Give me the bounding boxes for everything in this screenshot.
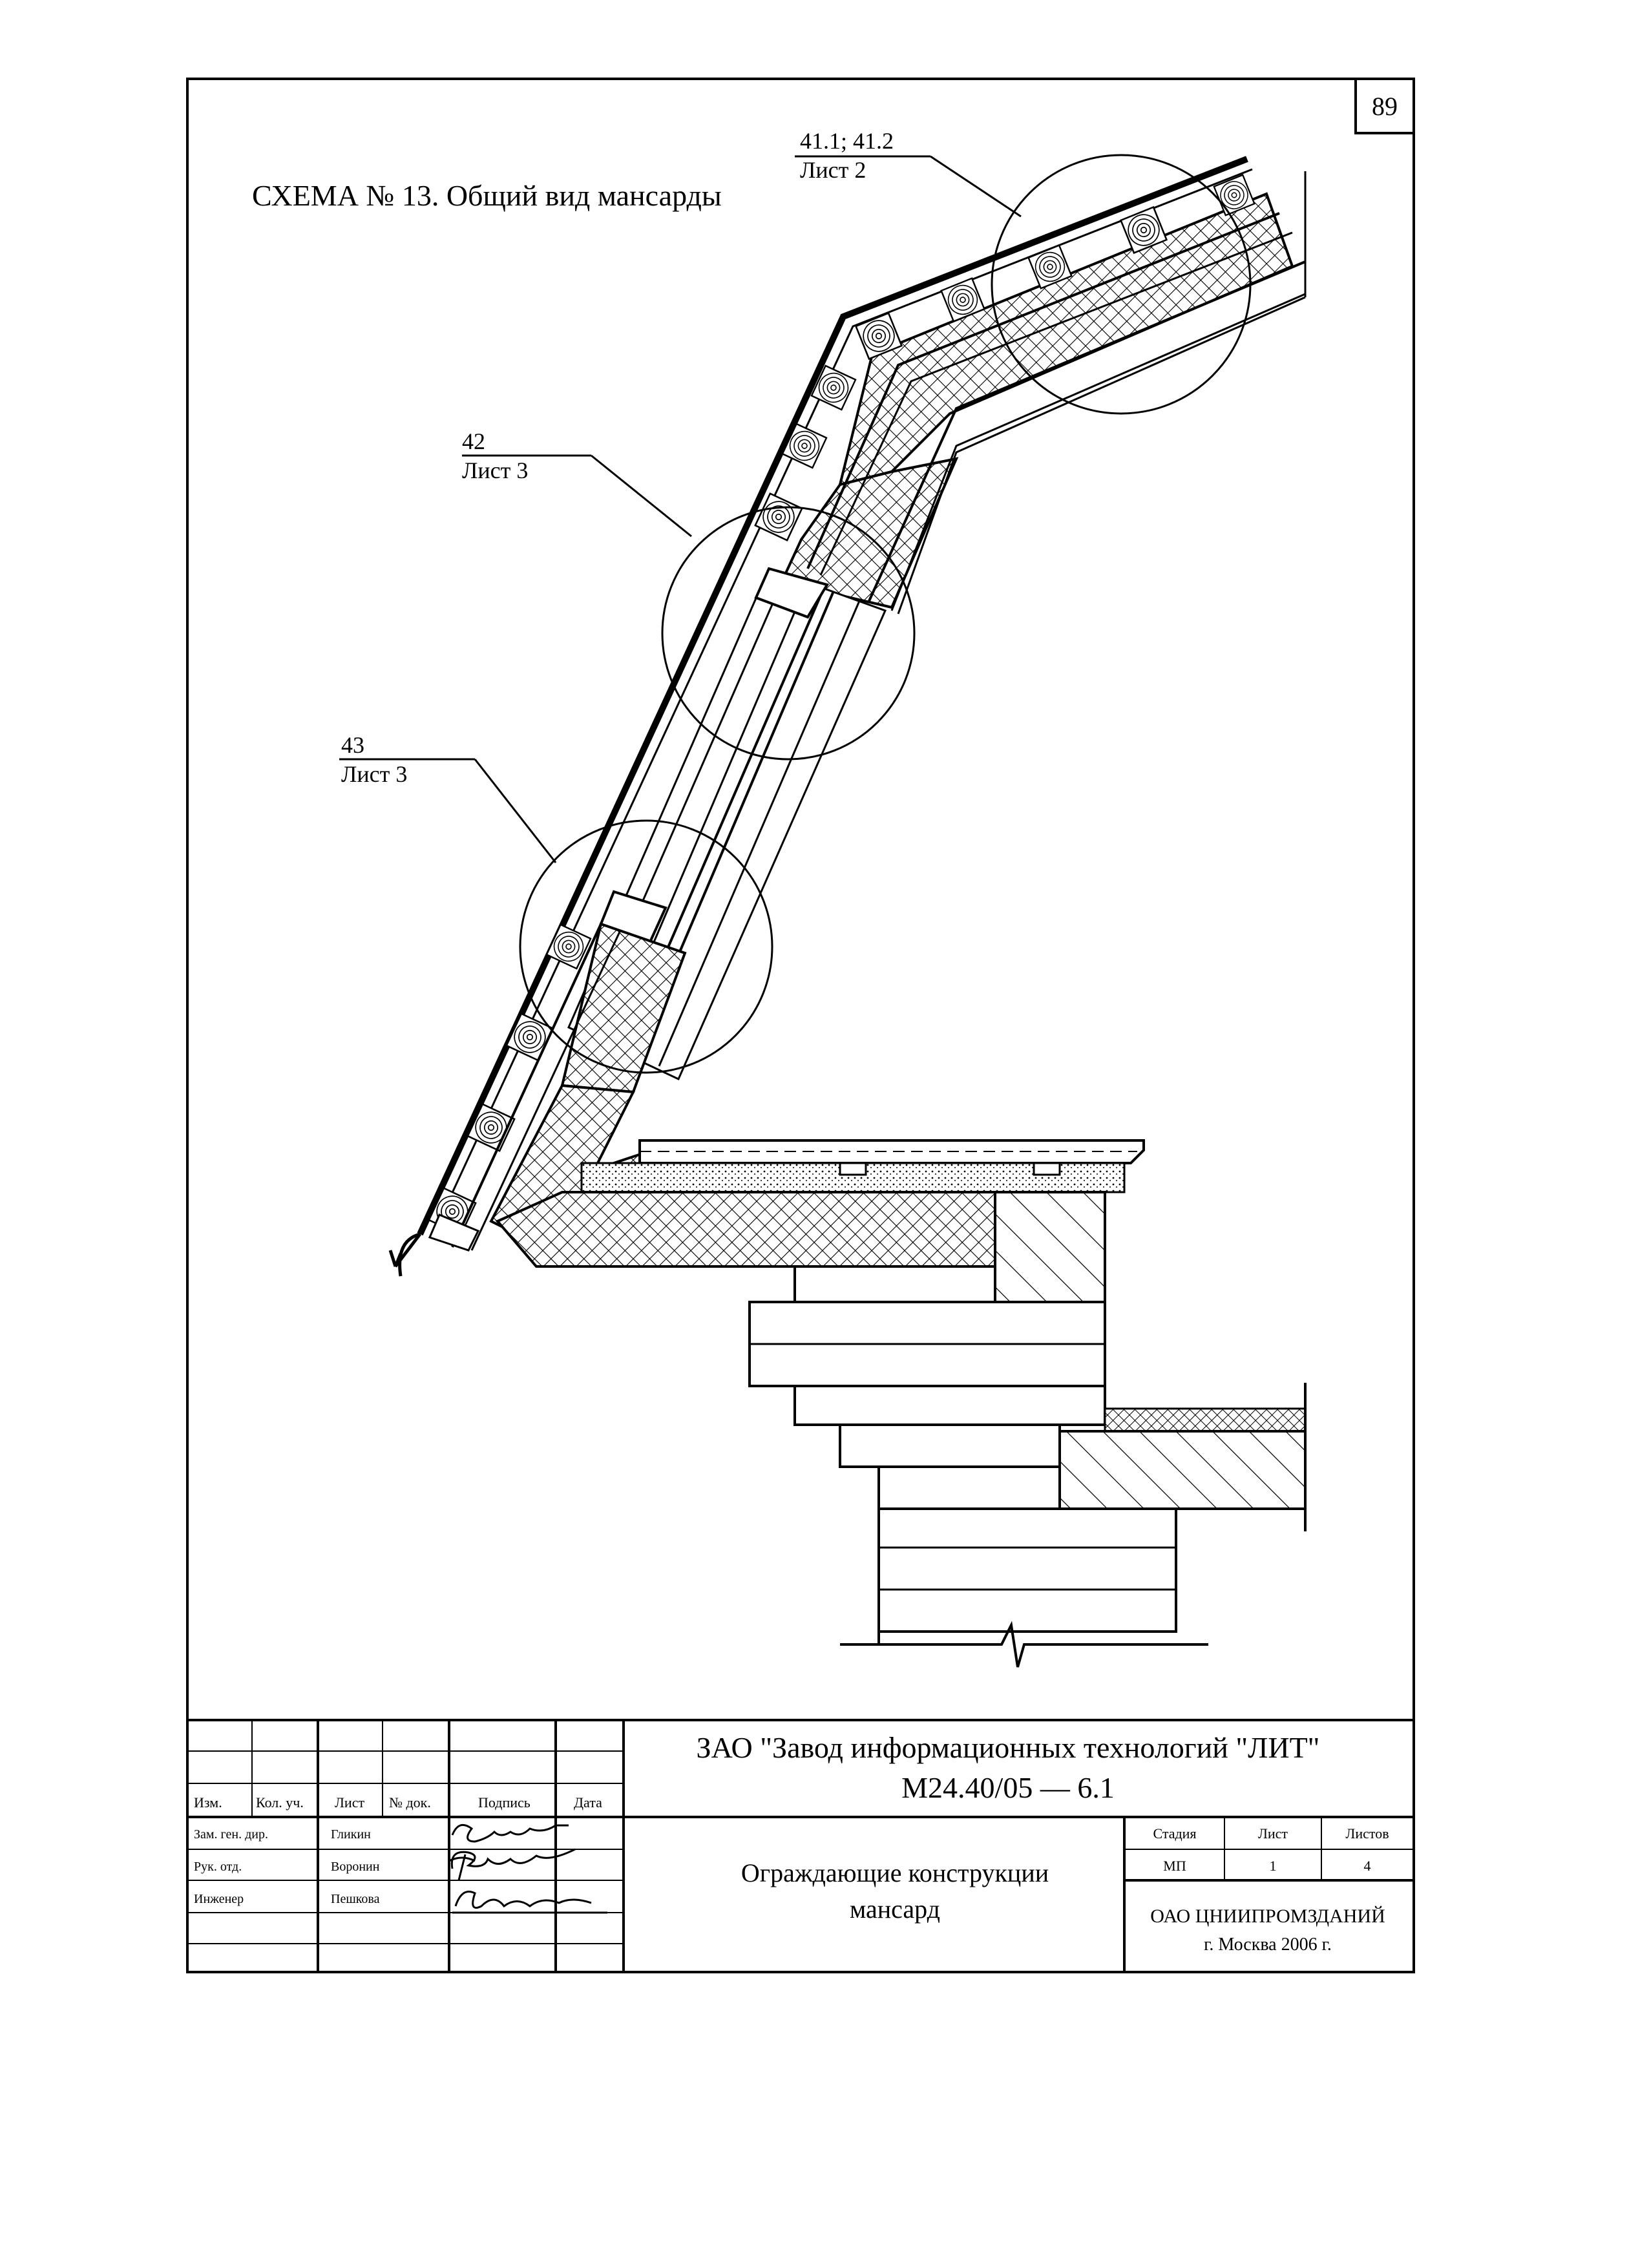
header-kol: Кол. уч. (256, 1794, 304, 1811)
roof-section (388, 156, 1307, 1277)
header-list: Лист (335, 1794, 364, 1811)
staff-name-2: Воронин (331, 1860, 380, 1874)
drawing-title-line1: Ограждающие конструкции (741, 1858, 1049, 1887)
sheet-header: Лист (1258, 1825, 1288, 1842)
sheets-value: 4 (1364, 1858, 1371, 1874)
city-year: г. Москва 2006 г. (1204, 1935, 1332, 1955)
doc-code: М24.40/05 — 6.1 (901, 1771, 1115, 1804)
sheet-number: 89 (1372, 92, 1398, 121)
organization: ОАО ЦНИИПРОМЗДАНИЙ (1150, 1906, 1385, 1927)
staff-role-1: Зам. ген. дир. (194, 1827, 268, 1842)
stage-header: Стадия (1153, 1825, 1196, 1842)
header-data: Дата (574, 1794, 602, 1811)
detail-circle-41 (991, 154, 1252, 415)
callout-leaders (339, 155, 1022, 863)
sheets-header: Листов (1345, 1825, 1389, 1842)
header-izm: Изм. (194, 1794, 222, 1811)
staff-role-3: Инженер (194, 1892, 244, 1906)
eave-drip (388, 1233, 421, 1268)
callout-42-number: 42 (462, 428, 485, 454)
callout-43-number: 43 (341, 732, 364, 758)
drawing-title-line2: мансард (850, 1895, 940, 1924)
signatures (448, 1823, 607, 1914)
callout-41-sheet: Лист 2 (800, 157, 866, 183)
floor-insulation (495, 1191, 996, 1268)
sheet-value: 1 (1270, 1858, 1277, 1874)
concrete-beam (994, 1191, 1106, 1303)
sheet-number-box: 89 (1354, 78, 1415, 134)
callout-42-sheet: Лист 3 (462, 457, 528, 483)
sheet-frame (186, 78, 1415, 1973)
lower-floor-finish (1104, 1407, 1307, 1433)
detail-circles (519, 154, 1252, 1074)
steep-insulation-top (780, 457, 959, 609)
floor-and-wall (495, 1139, 1307, 1668)
upper-insulation (838, 192, 1294, 487)
stage-value: МП (1163, 1858, 1186, 1874)
callout-43-sheet: Лист 3 (341, 761, 407, 787)
detail-circle-42 (661, 506, 916, 761)
header-podpis: Подпись (478, 1794, 530, 1811)
staff-name-3: Пешкова (331, 1892, 380, 1906)
floor-boards (638, 1139, 1145, 1164)
staff-role-2: Рук. отд. (194, 1860, 242, 1874)
lower-slab (1058, 1430, 1307, 1510)
scheme-title: СХЕМА № 13. Общий вид мансарды (252, 179, 722, 212)
company-name: ЗАО "Завод информационных технологий "ЛИ… (697, 1731, 1320, 1764)
detail-circle-43 (519, 819, 773, 1074)
break-line (840, 1621, 1208, 1668)
header-ndok: № док. (389, 1794, 431, 1811)
callout-41-number: 41.1; 41.2 (800, 128, 894, 154)
staff-name-1: Гликин (331, 1827, 371, 1842)
